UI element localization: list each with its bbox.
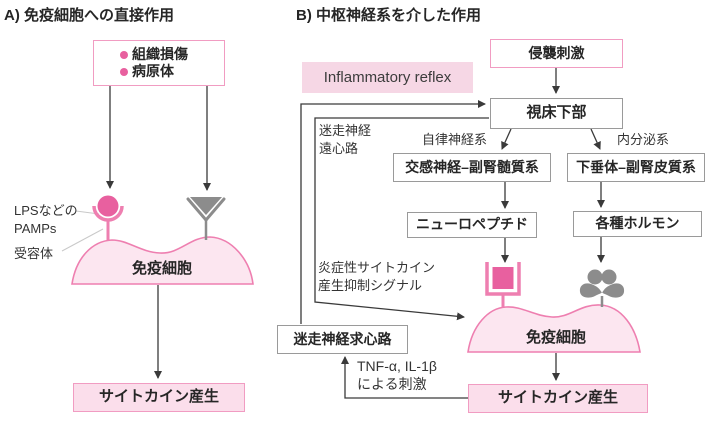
section-b-title: B) 中枢神経系を介した作用 [296, 7, 481, 24]
invasive-stimulus-box: 侵襲刺激 [490, 39, 623, 68]
arrow-vagal-afferent-to-hypothalamus [300, 100, 486, 324]
immune-cell-label-a: 免疫細胞 [131, 260, 192, 277]
stimulus-box: 組織損傷 病原体 [93, 40, 225, 86]
stimulus-item-tissue-damage: 組織損傷 [120, 46, 188, 63]
pointer-line-receptor [61, 228, 104, 252]
endocrine-system-label: 内分泌系 [617, 132, 670, 147]
lps-label-line2: PAMPs [14, 221, 57, 236]
lps-label-line1: LPSなどの [14, 203, 78, 218]
immune-cell-shape-a [71, 236, 254, 285]
arrow-hypothalamus-to-pituitary [590, 128, 601, 150]
vagal-efferent-line2: 遠心路 [319, 141, 359, 156]
cytokine-inhibition-label: 炎症性サイトカイン 産生抑制シグナル [318, 259, 435, 295]
cytokine-production-box-a: サイトカイン産生 [73, 383, 245, 412]
hypothalamus-box: 視床下部 [490, 98, 623, 129]
lps-pamps-label: LPSなどの PAMPs [14, 202, 78, 238]
pamp-ligand-receptor-icon [92, 195, 124, 241]
sympathetic-adrenal-box: 交感神経–副腎髄質系 [393, 153, 551, 182]
arrow-vagal-efferent-to-cell [314, 117, 489, 321]
vagal-afferent-box: 迷走神経求心路 [277, 325, 408, 354]
vagal-efferent-label: 迷走神経 遠心路 [319, 122, 371, 158]
tnf-line2: による刺激 [357, 376, 427, 392]
neuropeptide-receptor-icon [485, 262, 521, 308]
stimulus-item-pathogen: 病原体 [120, 63, 174, 80]
inflammatory-reflex-label: Inflammatory reflex [302, 62, 473, 93]
stimulus-item-label: 組織損傷 [132, 46, 188, 62]
immune-cell-shape-b [467, 304, 641, 353]
inhibition-line1: 炎症性サイトカイン [318, 260, 436, 275]
arrow-cytokine-to-vagal-afferent [341, 356, 468, 399]
pink-bullet-icon [120, 67, 128, 76]
arrow-hypothalamus-to-sympathetic [501, 128, 512, 150]
hormones-box: 各種ホルモン [573, 211, 702, 237]
neuropeptide-box: ニューロペプチド [407, 212, 537, 238]
stimulus-item-label: 病原体 [132, 63, 174, 79]
autonomic-system-label: 自律神経系 [422, 132, 488, 147]
pink-bullet-icon [120, 50, 128, 59]
tnf-line1: TNF-α, IL-1β [357, 358, 437, 374]
section-a-title: A) 免疫細胞への直接作用 [4, 7, 174, 24]
immune-cell-label-b: 免疫細胞 [525, 329, 586, 346]
hormone-receptor-icon [579, 269, 625, 307]
receptor-label: 受容体 [14, 246, 54, 261]
inhibition-line2: 産生抑制シグナル [318, 278, 423, 293]
cytokine-production-box-b: サイトカイン産生 [468, 384, 648, 413]
vagal-efferent-line1: 迷走神経 [319, 123, 372, 138]
tnf-stimulation-label: TNF-α, IL-1β による刺激 [357, 357, 437, 393]
y-receptor-icon [186, 197, 226, 240]
pituitary-adrenal-box: 下垂体–副腎皮質系 [567, 153, 705, 182]
